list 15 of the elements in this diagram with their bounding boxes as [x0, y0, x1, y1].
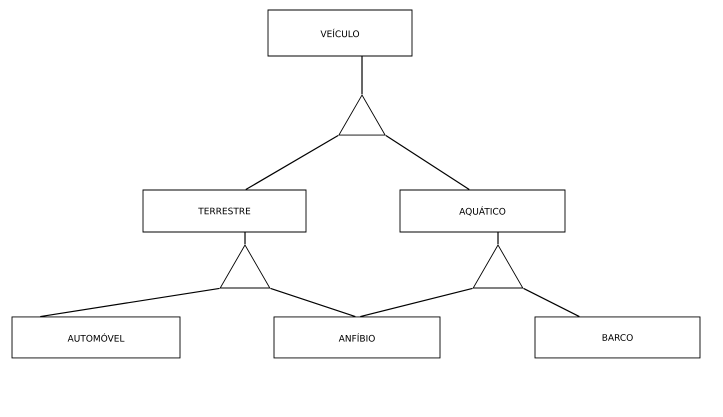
connector-line	[244, 232, 246, 244]
connector-line	[386, 134, 470, 190]
entity-box: AQUÁTICO	[400, 190, 566, 232]
entity-box: ANFÍBIO	[274, 316, 440, 358]
connector-line	[270, 288, 356, 318]
entity-box: AUTOMÓVEL	[12, 316, 180, 358]
entity-box: BARCO	[534, 316, 700, 358]
connector-line	[360, 288, 473, 318]
entity-box: VEÍCULO	[268, 10, 412, 56]
connector-line	[523, 288, 580, 318]
connector-line	[246, 134, 338, 190]
connector-line	[497, 232, 499, 244]
entity-box: TERRESTRE	[142, 190, 306, 232]
connector-line	[361, 56, 363, 94]
connector-line	[40, 288, 220, 318]
